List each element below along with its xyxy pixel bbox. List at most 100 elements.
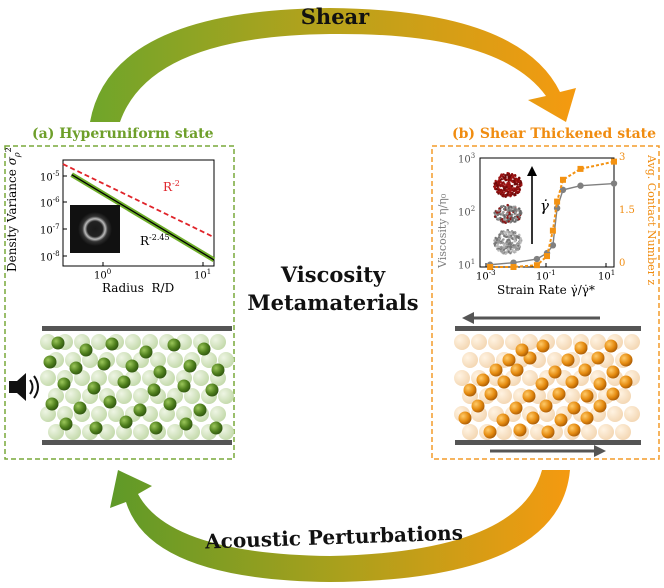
snapshot-dot — [502, 210, 505, 214]
particle-dark — [69, 361, 83, 375]
particle — [590, 334, 606, 350]
particle-dark — [103, 395, 117, 409]
snapshot-dot — [506, 188, 509, 192]
chain-particle — [580, 411, 594, 425]
contact-point — [510, 264, 517, 270]
snapshot-dot — [513, 239, 517, 242]
snapshot-medium — [493, 203, 523, 225]
chain-particle — [513, 423, 527, 437]
particle-dark — [57, 377, 71, 391]
a-ytick-2: 10-6 — [40, 196, 60, 210]
particle-dark — [133, 403, 147, 417]
particle-dark — [51, 336, 65, 350]
contact-point — [559, 176, 566, 183]
particle — [65, 388, 81, 404]
snapshot-dot — [503, 176, 506, 180]
snapshot-dense — [493, 171, 523, 198]
snapshot-dot — [505, 193, 509, 196]
snapshot-dot — [519, 240, 522, 243]
chain-particle — [523, 351, 537, 365]
snapshot-dot — [503, 248, 506, 251]
snapshot-dot — [509, 251, 513, 254]
snapshot-dot — [502, 195, 505, 198]
particle-dark — [119, 415, 133, 429]
snapshot-dot — [502, 204, 505, 208]
snapshot-dot — [519, 180, 523, 184]
chain-particle — [471, 399, 485, 413]
particle — [193, 370, 209, 386]
top-wall — [455, 326, 641, 331]
particle — [133, 424, 149, 440]
snapshot-dot — [517, 248, 520, 251]
panel-b-frame — [431, 145, 660, 460]
snapshot-dot — [511, 219, 514, 222]
snapshot-dot — [510, 175, 514, 179]
snapshot-dot — [504, 178, 508, 182]
particle — [167, 424, 183, 440]
a-xtick-2: 101 — [194, 268, 212, 282]
particle-dark — [167, 338, 181, 352]
snapshot-dot — [505, 212, 509, 215]
snapshot-dot — [497, 187, 500, 190]
snapshot-dot — [513, 178, 517, 181]
particle-dark — [149, 421, 163, 435]
particle-dark — [59, 417, 73, 431]
b-xtick-1: 10-3 — [476, 269, 496, 283]
particle-dark — [147, 383, 161, 397]
chain-particle — [458, 411, 472, 425]
snapshot-dot — [507, 206, 510, 210]
a-ytick-4: 10-8 — [40, 250, 60, 264]
snapshot-dot — [495, 181, 498, 185]
snapshot-dot — [500, 193, 504, 196]
bottom-wall — [455, 440, 641, 445]
snapshot-dot — [508, 211, 511, 214]
snapshot-dot — [503, 218, 506, 221]
b-xtick-3: 101 — [598, 269, 616, 283]
chain-particle — [483, 425, 497, 439]
snapshot-dot — [493, 242, 497, 246]
b-ytick-r2: 1.5 — [619, 205, 635, 216]
particle-dark — [205, 383, 219, 397]
snapshot-dot — [502, 238, 505, 241]
snapshot-dot — [503, 234, 506, 238]
snapshot-dot — [512, 205, 515, 209]
snapshot-dot — [493, 185, 497, 189]
particle — [607, 406, 623, 422]
particle — [496, 388, 512, 404]
snapshot-dot — [512, 187, 515, 190]
snapshot-dot — [501, 232, 505, 236]
snapshot-dot — [501, 217, 504, 221]
snapshot-dot — [506, 203, 509, 207]
particle — [522, 370, 538, 386]
particle-dark — [43, 355, 57, 369]
shear-arrow — [90, 8, 576, 122]
chain-particle — [548, 365, 562, 379]
legend-r-minus-2: R-2 — [163, 179, 180, 194]
snapshot-dot — [519, 237, 523, 241]
snapshot-dot — [498, 176, 501, 180]
particle — [167, 352, 183, 368]
snapshot-dot — [517, 187, 520, 190]
particle — [471, 334, 487, 350]
b-xtick-2: 10-1 — [536, 269, 556, 283]
snapshot-dot — [504, 206, 507, 209]
b-ytick-l3: 101 — [458, 258, 476, 272]
particle-dark — [177, 379, 191, 393]
chain-particle — [606, 387, 620, 401]
particle-dark — [97, 357, 111, 371]
snapshot-dot — [493, 215, 497, 218]
center-title-line2: Metamaterials — [247, 290, 419, 315]
particle-dark — [163, 397, 177, 411]
panel-a-chart — [62, 159, 216, 267]
particle-dark — [73, 401, 87, 415]
snapshot-dot — [516, 179, 519, 183]
particle-dark — [87, 381, 101, 395]
viscosity-point — [533, 255, 541, 263]
chain-particle — [593, 399, 607, 413]
particle — [598, 424, 614, 440]
snapshot-dot — [497, 249, 500, 252]
snapshot-dot — [497, 217, 500, 220]
snapshot-dot — [517, 176, 521, 180]
snapshot-dot — [507, 172, 511, 175]
